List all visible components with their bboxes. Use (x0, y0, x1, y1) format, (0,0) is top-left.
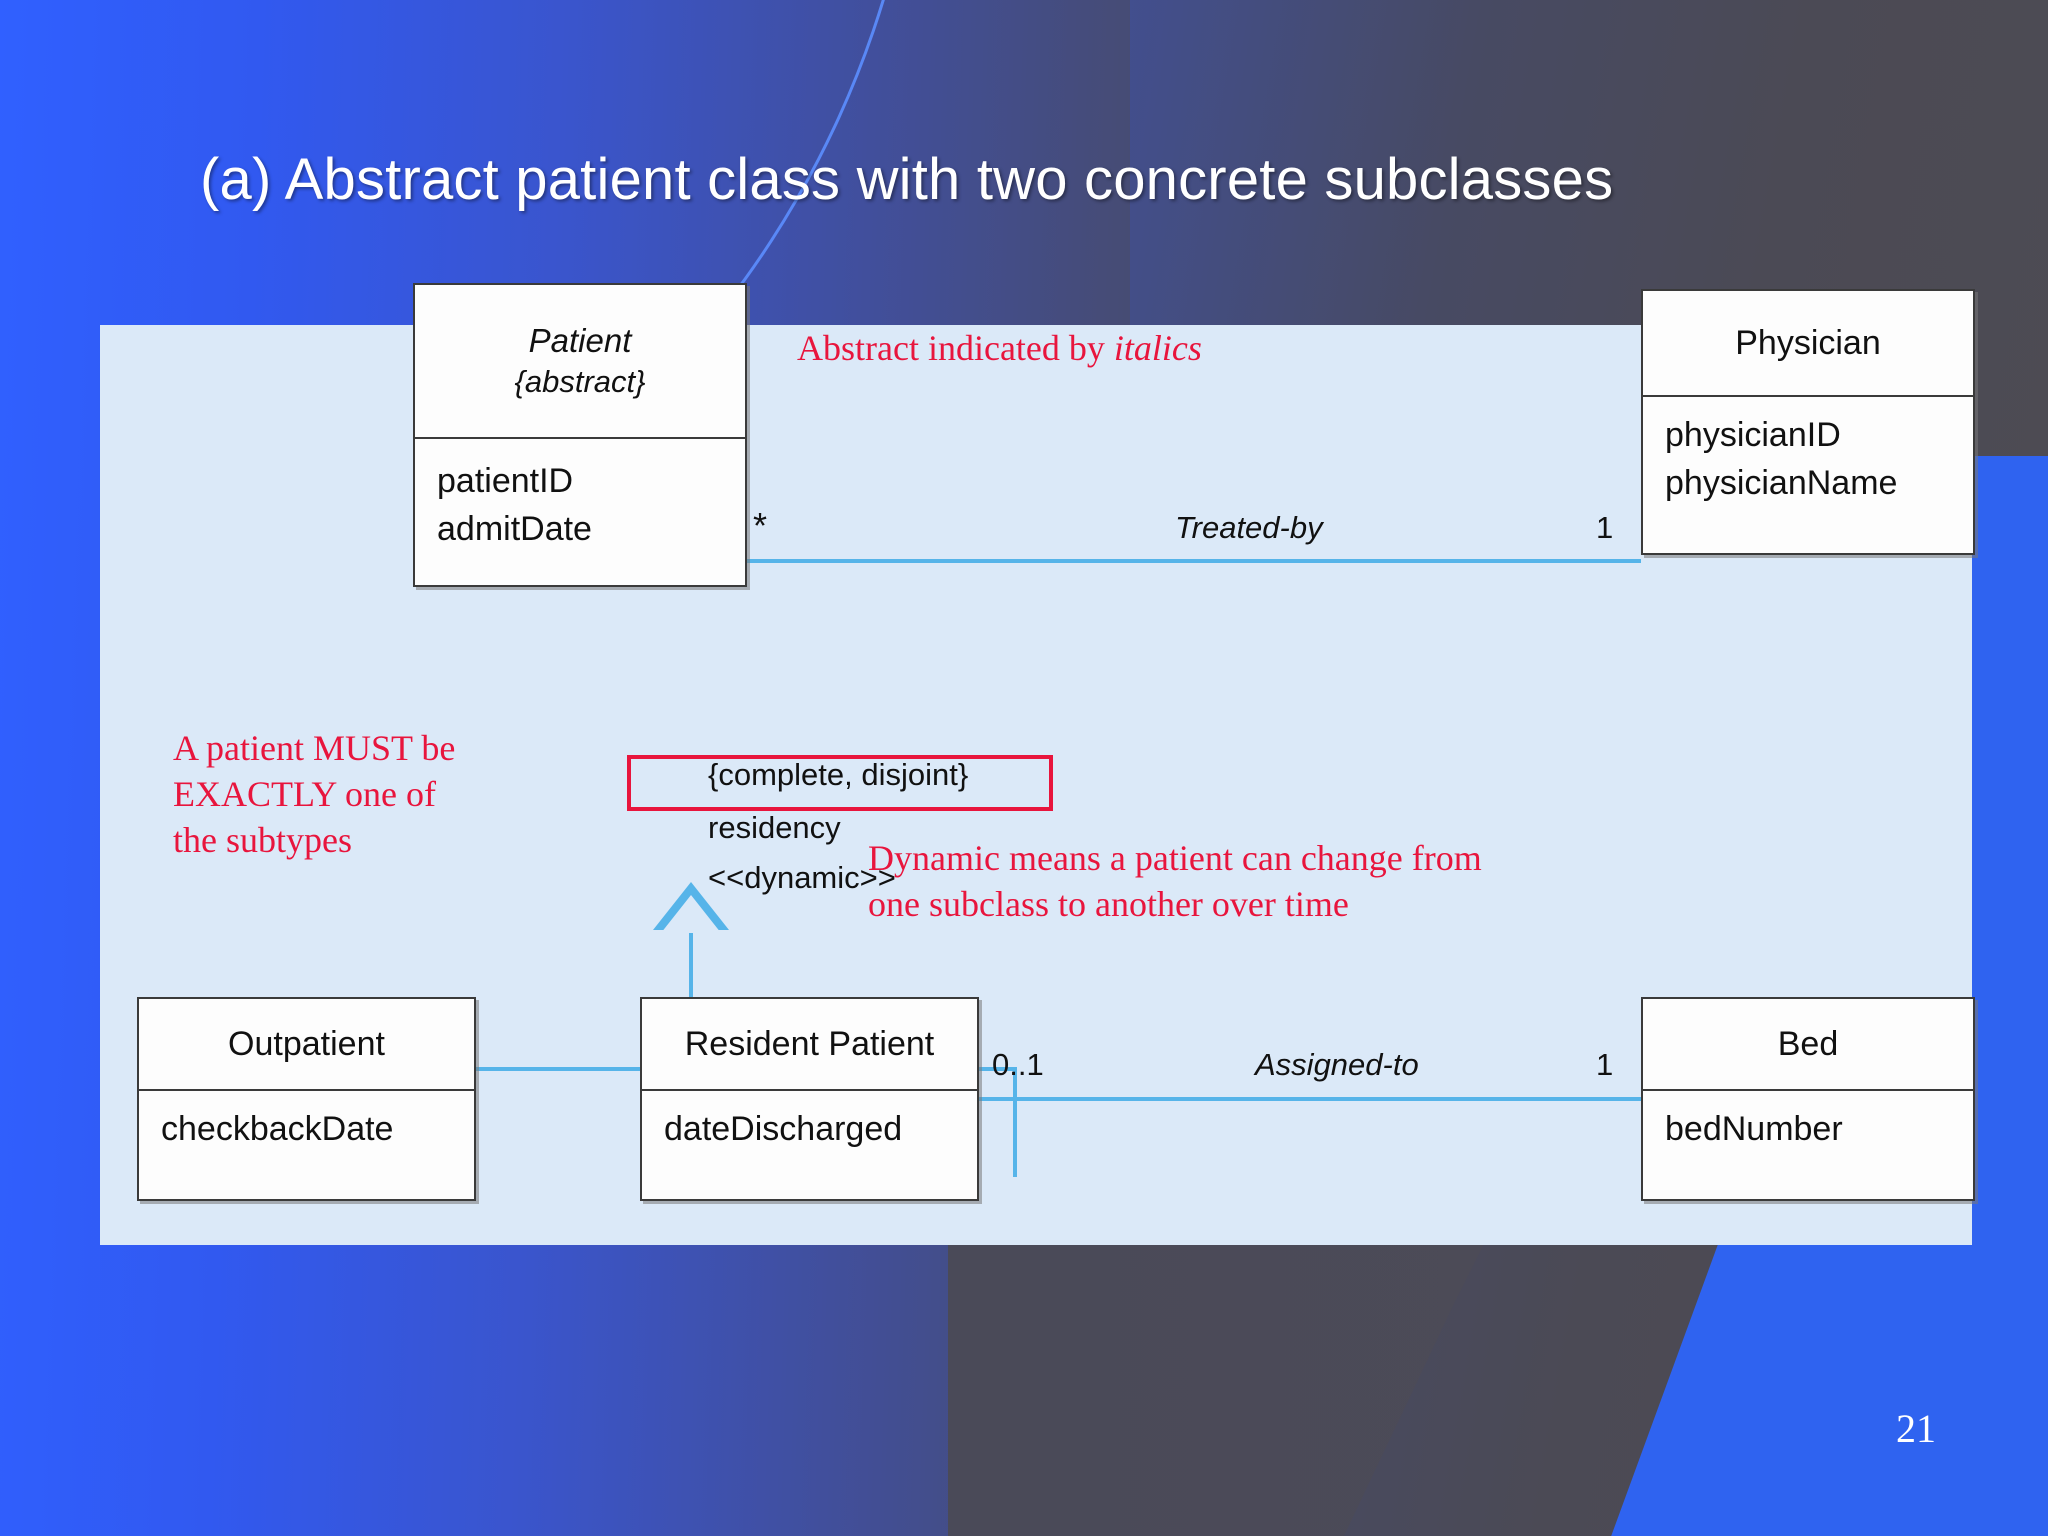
annotation-must-line-1: A patient MUST be (173, 728, 456, 768)
class-attributes-bed: bedNumber (1643, 1091, 1973, 1167)
class-box-physician[interactable]: Physician physicianID physicianName (1641, 289, 1975, 555)
generalization-constraint: {complete, disjoint} (708, 757, 969, 792)
attribute-physicianid: physicianID (1665, 416, 1841, 454)
annotation-abstract-italic-word: italics (1113, 328, 1202, 368)
class-name-patient: Patient (528, 322, 632, 359)
attribute-bednumber: bedNumber (1665, 1110, 1843, 1148)
class-box-bed[interactable]: Bed bedNumber (1641, 997, 1975, 1201)
attribute-datedischarged: dateDischarged (664, 1110, 903, 1148)
attribute-checkbackdate: checkbackDate (161, 1110, 394, 1148)
class-name-physician: Physician (1735, 323, 1881, 362)
class-box-resident-patient[interactable]: Resident Patient dateDischarged (640, 997, 979, 1201)
class-header-resident-patient: Resident Patient (642, 999, 977, 1089)
association-label-treated-by: Treated-by (1175, 510, 1323, 545)
slide-title: (a) Abstract patient class with two conc… (200, 147, 1614, 212)
page-number: 21 (1896, 1406, 1936, 1451)
class-name-resident-patient: Resident Patient (684, 1024, 935, 1063)
class-header-outpatient: Outpatient (139, 999, 474, 1089)
class-header-bed: Bed (1643, 999, 1973, 1089)
class-name-outpatient: Outpatient (228, 1024, 385, 1063)
class-separator-outpatient (139, 1089, 474, 1091)
class-stereotype-patient: {abstract} (514, 364, 646, 399)
annotation-abstract-plain: Abstract indicated by (797, 328, 1114, 368)
class-attributes-resident-patient: dateDischarged (642, 1091, 977, 1167)
highlight-box-complete-disjoint (627, 755, 1053, 811)
class-separator-bed (1643, 1089, 1973, 1091)
class-header-physician: Physician (1643, 291, 1973, 395)
annotation-must-line-2: EXACTLY one of (173, 774, 437, 815)
class-attributes-physician: physicianID physicianName (1643, 397, 1973, 522)
annotation-must-line-3: the subtypes (173, 820, 352, 861)
multiplicity-resident-zero-one: 0..1 (992, 1047, 1044, 1082)
class-separator-resident-patient (642, 1089, 977, 1091)
annotation-dynamic-line-1: Dynamic means a patient can change from (868, 838, 1482, 878)
multiplicity-bed-one: 1 (1596, 1047, 1614, 1082)
class-separator-patient (415, 437, 745, 439)
association-label-assigned-to: Assigned-to (1255, 1047, 1419, 1082)
generalization-triangle-inner-fill (661, 895, 721, 933)
attribute-admitdate: admitDate (437, 510, 592, 549)
annotation-must-be-exactly-one: A patient MUST be EXACTLY one of the sub… (173, 725, 455, 863)
class-separator-physician (1643, 395, 1973, 397)
class-box-patient[interactable]: Patient {abstract} patientID admitDate (413, 283, 747, 587)
generalization-stereotype: <<dynamic>> (708, 860, 896, 895)
annotation-abstract-italics: Abstract indicated by italics (797, 325, 1202, 371)
generalization-branch-resident (1013, 1067, 1017, 1177)
annotation-dynamic-line-2: one subclass to another over time (868, 884, 1349, 925)
generalization-discriminator: residency (708, 810, 841, 845)
attribute-physicianname: physicianName (1665, 464, 1898, 503)
diagram-canvas: Patient {abstract} patientID admitDate P… (100, 283, 1975, 1245)
class-attributes-outpatient: checkbackDate (139, 1091, 474, 1167)
association-line-assigned-to (975, 1097, 1641, 1101)
class-box-outpatient[interactable]: Outpatient checkbackDate (137, 997, 476, 1201)
attribute-patientid: patientID (437, 462, 574, 500)
class-header-patient: Patient {abstract} (415, 285, 745, 437)
class-name-bed: Bed (1777, 1024, 1839, 1063)
multiplicity-physician-one: 1 (1596, 510, 1614, 545)
association-line-treated-by (745, 559, 1641, 563)
annotation-dynamic-meaning: Dynamic means a patient can change from … (868, 835, 1482, 927)
multiplicity-patient-star: * (753, 505, 768, 546)
class-attributes-patient: patientID admitDate (415, 439, 745, 568)
